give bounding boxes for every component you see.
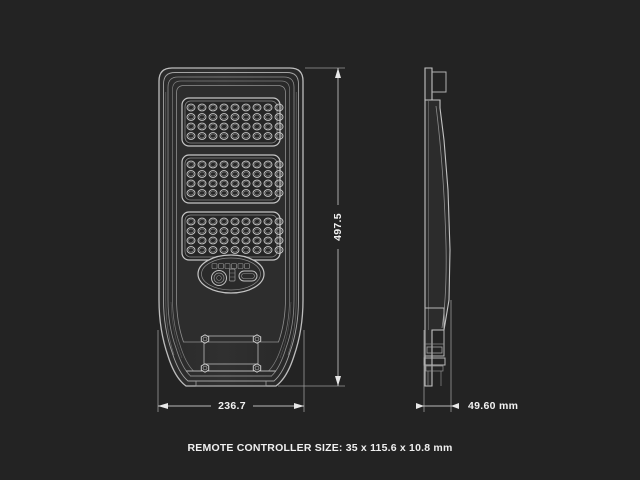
led-panel-bottom [181,211,284,261]
mounting-bracket-area [186,334,276,387]
ir-window [238,270,258,282]
dimension-height: 497.5 [278,67,345,387]
side-top-cap [424,67,433,101]
dimension-depth: 49.60 mm [416,300,518,412]
remote-controller-size-note: REMOTE CONTROLLER SIZE: 35 x 115.6 x 10.… [187,442,453,454]
connector-block [229,268,236,282]
arrowhead-depth-left [416,403,424,409]
side-inner-seam [435,105,447,329]
arrowhead-height-top [335,68,341,78]
dimension-depth-label: 49.60 mm [468,400,518,412]
mounting-bolt-bottom-right [252,363,262,373]
side-top-bracket [432,71,447,93]
side-mounting-box [424,307,445,357]
front-view-group [158,67,304,387]
arrowhead-width-left [158,403,168,409]
flank-seam-left [165,92,175,356]
indicator-strip [211,263,250,269]
pir-sensor-lens [211,270,227,286]
dimension-width-label-bg [211,399,253,413]
shoulder-guide-left [170,301,183,359]
sensor-control-module [197,254,265,294]
mounting-bolt-top-left [200,334,210,344]
housing-bezel-outline-1 [163,72,299,382]
led-panel-middle [181,154,284,204]
dimension-width: 236.7 [157,330,305,413]
dimension-width-label: 236.7 [218,400,246,412]
dimension-height-label: 497.5 [332,213,344,241]
mounting-bolt-top-right [252,334,262,344]
bracket-plate [203,335,259,365]
flank-seam-right [287,92,297,356]
mounting-bolt-bottom-left [200,363,210,373]
side-view-group [423,67,451,387]
shoulder-guide-right [279,301,292,359]
arrowhead-depth-right [451,403,459,409]
led-panel-top [181,97,284,147]
dimension-height-label-bg [332,205,344,249]
bottom-edge-plate [195,380,267,387]
arrowhead-height-bottom [335,376,341,386]
arrowhead-width-right [294,403,304,409]
